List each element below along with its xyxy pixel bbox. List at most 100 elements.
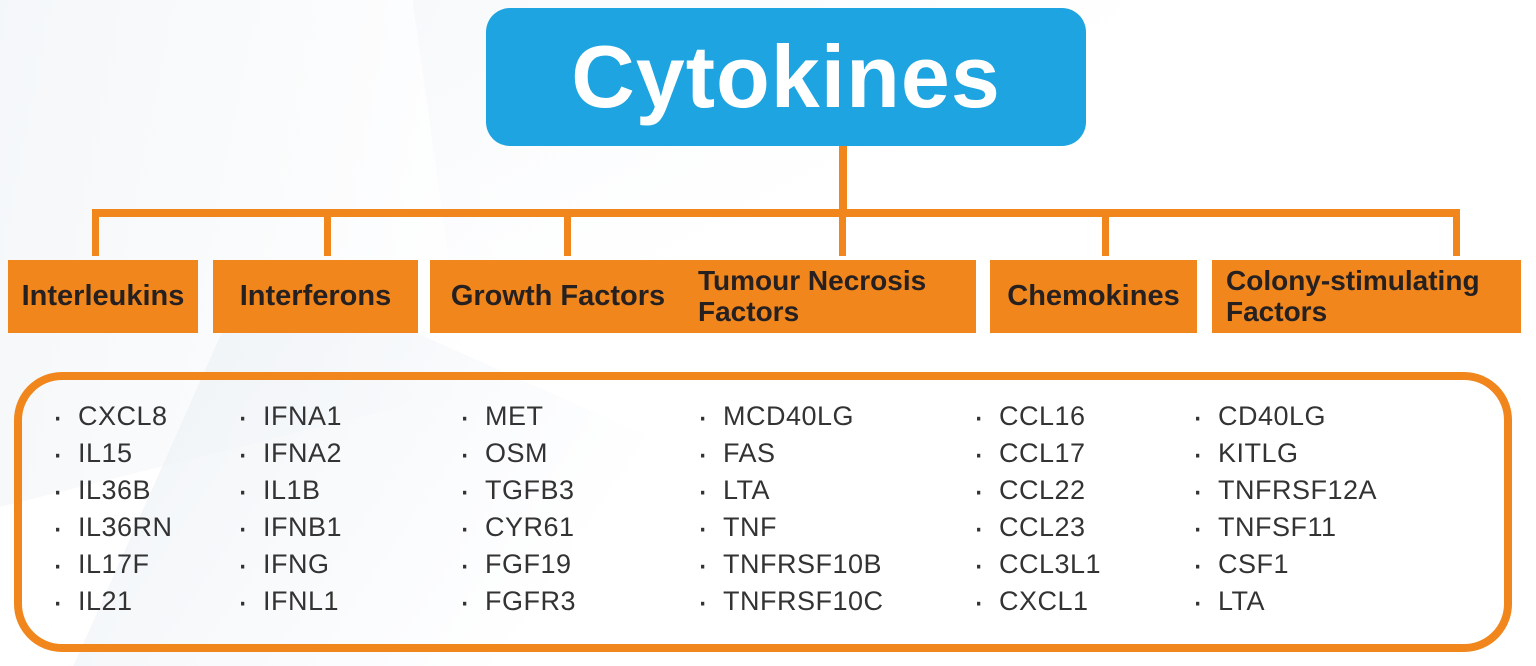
- gene-list-item: · IL15: [52, 435, 173, 472]
- gene-list-item: ·CYR61: [459, 509, 576, 546]
- gene-name: CCL3L1: [999, 549, 1102, 579]
- gene-name: CCL16: [999, 401, 1086, 431]
- bullet-icon: ·: [237, 545, 249, 584]
- gene-list-item: · CD40LG: [1192, 398, 1377, 435]
- gene-column-tumour-necrosis-factors: ·MCD40LG·FAS·LTA·TNF·TNFRSF10B·TNFRSF10C: [697, 398, 884, 620]
- gene-list-item: · TNFRSF10C: [697, 583, 884, 620]
- bullet-icon: ·: [237, 434, 249, 473]
- bullet-icon: ·: [697, 397, 709, 436]
- gene-list-item: · LTA: [697, 472, 884, 509]
- gene-name: CCL17: [999, 438, 1086, 468]
- gene-name: IL21: [78, 586, 133, 616]
- gene-name: CD40LG: [1218, 401, 1327, 431]
- category-box-chemokines: Chemokines: [990, 260, 1197, 333]
- bullet-icon: ·: [1192, 397, 1204, 436]
- bullet-icon: ·: [52, 397, 64, 436]
- gene-list-item: · IL36RN: [52, 509, 173, 546]
- bullet-icon: ·: [973, 545, 985, 584]
- gene-list-item: · LTA: [1192, 583, 1377, 620]
- gene-name: IFNG: [263, 549, 330, 579]
- page-title: Cytokines: [571, 27, 1001, 126]
- gene-list-item: ·TNFRSF10B: [697, 546, 884, 583]
- bullet-icon: ·: [52, 582, 64, 621]
- connector-drop-line: [324, 214, 331, 256]
- bullet-icon: ·: [973, 434, 985, 473]
- gene-name: TGFB3: [485, 475, 575, 505]
- gene-column-growth-factors: ·MET·OSM·TGFB3·CYR61·FGF19·FGFR3: [459, 398, 576, 620]
- gene-list-item: · MCD40LG: [697, 398, 884, 435]
- bullet-icon: ·: [1192, 582, 1204, 621]
- connector-trunk-line: [839, 144, 847, 216]
- title-box: Cytokines: [486, 8, 1086, 146]
- category-label: Growth Factors: [450, 279, 666, 312]
- gene-name: CXCL8: [78, 401, 168, 431]
- gene-list-item: ·FGFR3: [459, 583, 576, 620]
- category-label: Colony-stimulating Factors: [1226, 265, 1480, 327]
- bullet-icon: ·: [52, 508, 64, 547]
- bullet-icon: ·: [52, 471, 64, 510]
- gene-list-item: · IL21: [52, 583, 173, 620]
- category-label: Tumour Necrosis Factors: [698, 265, 927, 327]
- gene-name: CCL22: [999, 475, 1086, 505]
- gene-name: LTA: [1218, 586, 1266, 616]
- bullet-icon: ·: [697, 508, 709, 547]
- gene-list-item: · MET: [459, 398, 576, 435]
- gene-list-item: ·IFNA1: [237, 398, 342, 435]
- bullet-icon: ·: [697, 545, 709, 584]
- gene-list-item: · CCL23: [973, 509, 1101, 546]
- gene-name: CCL23: [999, 512, 1086, 542]
- gene-list-item: ·OSM: [459, 435, 576, 472]
- gene-name: IL1B: [263, 475, 321, 505]
- gene-name: IL15: [78, 438, 133, 468]
- gene-name: IFNL1: [263, 586, 340, 616]
- bullet-icon: ·: [459, 545, 471, 584]
- gene-name: KITLG: [1218, 438, 1299, 468]
- gene-name: IL17F: [78, 549, 150, 579]
- bullet-icon: ·: [459, 582, 471, 621]
- gene-column-interferons: ·IFNA1·IFNA2·IL1B·IFNB1·IFNG·IFNL1: [237, 398, 342, 620]
- gene-name: CSF1: [1218, 549, 1290, 579]
- category-box-interferons: Interferons: [213, 260, 418, 333]
- gene-name: LTA: [723, 475, 771, 505]
- bullet-icon: ·: [237, 397, 249, 436]
- bullet-icon: ·: [237, 582, 249, 621]
- bullet-icon: ·: [697, 582, 709, 621]
- gene-list-item: ·IL17F: [52, 546, 173, 583]
- bullet-icon: ·: [697, 434, 709, 473]
- bullet-icon: ·: [697, 471, 709, 510]
- gene-name: CYR61: [485, 512, 575, 542]
- category-label: Chemokines: [1007, 279, 1180, 312]
- bullet-icon: ·: [973, 582, 985, 621]
- gene-name: TNFRSF12A: [1218, 475, 1378, 505]
- bullet-icon: ·: [1192, 434, 1204, 473]
- gene-list-item: · KITLG: [1192, 435, 1377, 472]
- gene-list-panel: [14, 372, 1512, 652]
- gene-list-item: ·TGFB3: [459, 472, 576, 509]
- gene-name: MET: [485, 401, 544, 431]
- gene-name: FAS: [723, 438, 776, 468]
- gene-list-item: ·CCL16: [973, 398, 1101, 435]
- gene-list-item: · IFNA2: [237, 435, 342, 472]
- connector-drop-line: [1102, 214, 1109, 256]
- gene-name: IL36RN: [78, 512, 173, 542]
- bullet-icon: ·: [1192, 471, 1204, 510]
- gene-list-item: ·IFNB1: [237, 509, 342, 546]
- bullet-icon: ·: [973, 508, 985, 547]
- connector-drop-line: [92, 214, 99, 256]
- gene-list-item: ·IL36B: [52, 472, 173, 509]
- connector-drop-line: [564, 214, 571, 256]
- category-box-tumour-necrosis-factors: Tumour Necrosis Factors: [685, 260, 976, 333]
- gene-name: TNF: [723, 512, 777, 542]
- gene-list-item: · IFNG: [237, 546, 342, 583]
- bullet-icon: ·: [237, 508, 249, 547]
- gene-list-item: · FGF19: [459, 546, 576, 583]
- bullet-icon: ·: [459, 397, 471, 436]
- gene-name: IFNA2: [263, 438, 343, 468]
- gene-name: FGF19: [485, 549, 572, 579]
- gene-list-item: · IFNL1: [237, 583, 342, 620]
- gene-list-item: · CCL17: [973, 435, 1101, 472]
- gene-name: TNFRSF10C: [723, 586, 884, 616]
- gene-name: MCD40LG: [723, 401, 855, 431]
- bullet-icon: ·: [52, 434, 64, 473]
